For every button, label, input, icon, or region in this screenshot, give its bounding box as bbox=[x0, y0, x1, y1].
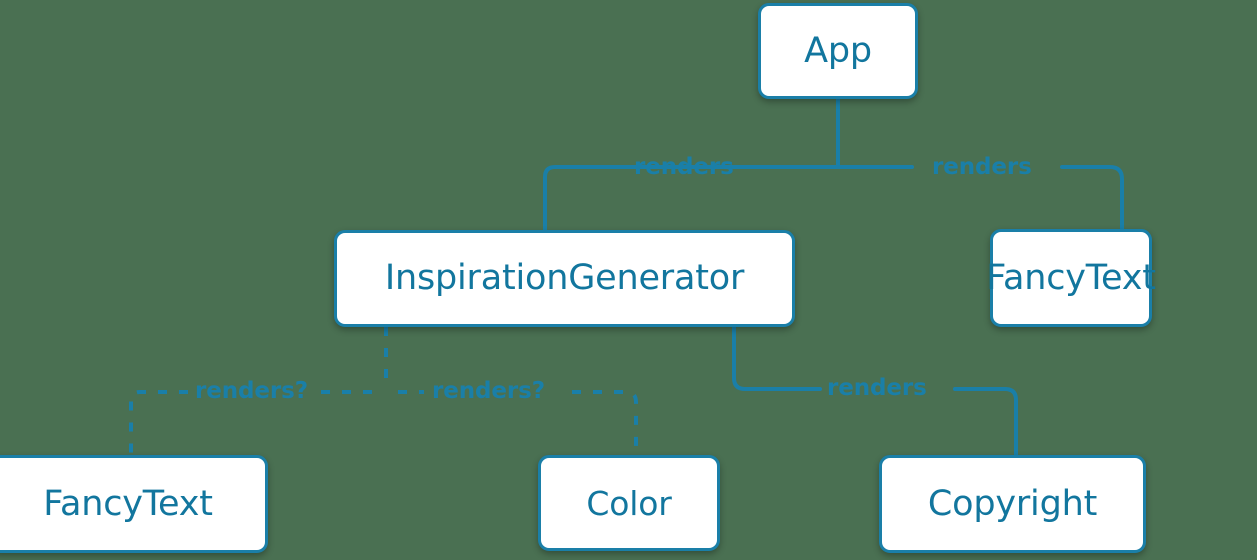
edge-inspiration-to-fancytext-drop bbox=[129, 390, 188, 455]
node-fancytext-right[interactable]: FancyText bbox=[986, 229, 1156, 327]
node-fancytext-right-label: FancyText bbox=[986, 257, 1156, 298]
node-color[interactable]: Color bbox=[538, 455, 720, 551]
node-inspiration-generator-label: InspirationGenerator bbox=[384, 258, 745, 298]
node-fancytext-bottom-label: FancyText bbox=[43, 483, 213, 524]
edge-inspiration-to-color-drop bbox=[572, 390, 638, 455]
edge-inspiration-to-copyright-right-segment bbox=[953, 387, 1018, 457]
edge-label-inspiration-to-fancytext: renders? bbox=[195, 378, 308, 404]
node-copyright-label: Copyright bbox=[927, 483, 1098, 524]
node-inspiration-generator[interactable]: InspirationGenerator bbox=[334, 230, 795, 327]
edge-inspiration-to-copyright-left-segment bbox=[732, 325, 822, 391]
node-app-label: App bbox=[804, 30, 872, 71]
edge-app-to-fancytext-left-segment bbox=[836, 97, 914, 169]
edge-label-app-to-fancytext: renders bbox=[932, 154, 1032, 180]
edge-label-inspiration-to-color: renders? bbox=[432, 378, 545, 404]
node-fancytext-bottom[interactable]: FancyText bbox=[0, 455, 268, 553]
node-copyright[interactable]: Copyright bbox=[879, 455, 1146, 553]
edge-app-to-fancytext-right-segment bbox=[1060, 165, 1124, 231]
node-app[interactable]: App bbox=[758, 3, 918, 99]
edge-label-inspiration-to-copyright: renders bbox=[827, 375, 927, 401]
edge-label-app-to-inspiration: renders bbox=[634, 154, 734, 180]
node-color-label: Color bbox=[586, 483, 672, 523]
